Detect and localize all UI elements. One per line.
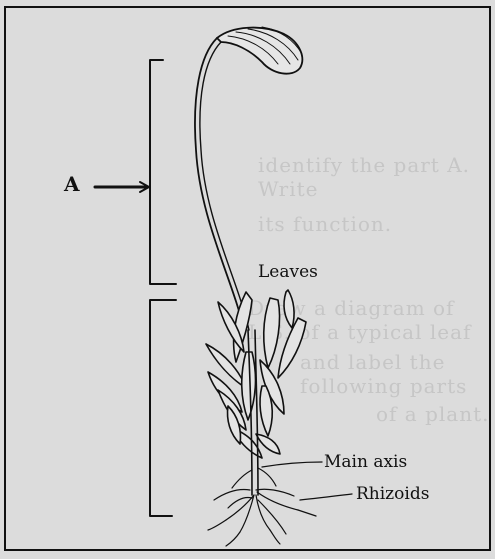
- main-axis-pointer: [262, 462, 322, 467]
- seta-stalk: [195, 38, 249, 330]
- label-main-axis: Main axis: [324, 452, 407, 472]
- capsule: [217, 27, 302, 74]
- rhizoids: [208, 468, 316, 546]
- gametophyte-bracket: [150, 300, 176, 516]
- label-leaves: Leaves: [258, 262, 318, 282]
- sporophyte-bracket: [150, 60, 176, 284]
- label-a: A: [64, 172, 80, 196]
- label-rhizoids: Rhizoids: [356, 484, 429, 504]
- rhizoids-pointer: [300, 494, 352, 500]
- arrow-to-part-a: [95, 182, 149, 192]
